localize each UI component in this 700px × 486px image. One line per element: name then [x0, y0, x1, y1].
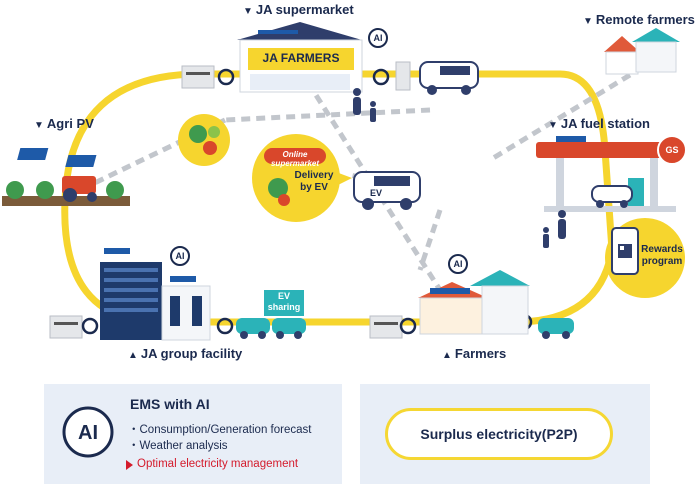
- label-agri-pv: ▼Agri PV: [34, 116, 94, 131]
- ai-badge-supermarket: AI: [373, 33, 383, 43]
- label-ja-supermarket: ▼JA supermarket: [243, 2, 354, 17]
- ja-farmers-sign: JA FARMERS: [262, 51, 340, 65]
- p2p-pill: Surplus electricity(P2P): [385, 408, 613, 460]
- ai-head-large-icon: [62, 406, 114, 458]
- label-text: JA group facility: [140, 346, 243, 361]
- vegetables-circle: [178, 114, 230, 166]
- red-arrow-icon: [126, 460, 133, 470]
- ja-fuel-station: [536, 135, 687, 212]
- ev-sharing: [236, 290, 306, 339]
- ems-highlight: Optimal electricity management: [137, 458, 299, 470]
- label-ja-fuel-station: ▼JA fuel station: [548, 116, 650, 131]
- label-text: JA fuel station: [560, 116, 650, 131]
- battery-supermarket: [181, 65, 215, 89]
- people-fuel-station: [543, 210, 566, 248]
- ev-sharing-sign-bottom: sharing: [267, 302, 301, 312]
- label-ja-group-facility: ▲JA group facility: [128, 346, 243, 361]
- ja-group-facility: [100, 248, 211, 341]
- ai-badge-farmers: AI: [453, 259, 463, 269]
- rewards-bubble: [605, 218, 685, 298]
- ai-badge-ems: AI: [78, 422, 98, 444]
- ev-van-center: [353, 171, 421, 210]
- gs-sign: GS: [665, 145, 679, 155]
- ev-charger-supermarket: [395, 61, 411, 91]
- battery-group-facility: [49, 315, 83, 339]
- delivery-by-ev-text: Delivery by EV: [294, 170, 334, 193]
- label-text: Remote farmers: [595, 12, 695, 27]
- label-farmers: ▲Farmers: [442, 346, 507, 361]
- people-supermarket: [353, 88, 376, 122]
- ja-supermarket-building: [237, 22, 363, 93]
- farmers-houses: [418, 270, 574, 339]
- ev-van-supermarket: [419, 61, 479, 95]
- label-remote-farmers: ▼Remote farmers: [583, 12, 695, 27]
- ev-sharing-sign-top: EV: [277, 291, 290, 301]
- battery-farmers: [369, 315, 403, 339]
- label-text: JA supermarket: [255, 2, 354, 17]
- online-supermarket-tag: Online supermarket: [270, 150, 320, 168]
- ev-van-label: EV: [369, 188, 382, 198]
- ems-title: EMS with AI: [130, 396, 210, 412]
- label-text: Farmers: [454, 346, 507, 361]
- delivery-bubble: [252, 134, 352, 222]
- rewards-program-text: Rewards program: [641, 244, 683, 267]
- ems-item-weather: ・Weather analysis: [128, 440, 228, 452]
- remote-farmers-houses: [604, 28, 680, 75]
- ems-item-forecast: ・Consumption/Generation forecast: [128, 424, 312, 436]
- label-text: Agri PV: [46, 116, 94, 131]
- agri-pv: [2, 148, 130, 206]
- ai-badge-facility: AI: [175, 251, 185, 261]
- ai-icons-small: [170, 28, 468, 274]
- p2p-label: Surplus electricity(P2P): [420, 426, 578, 442]
